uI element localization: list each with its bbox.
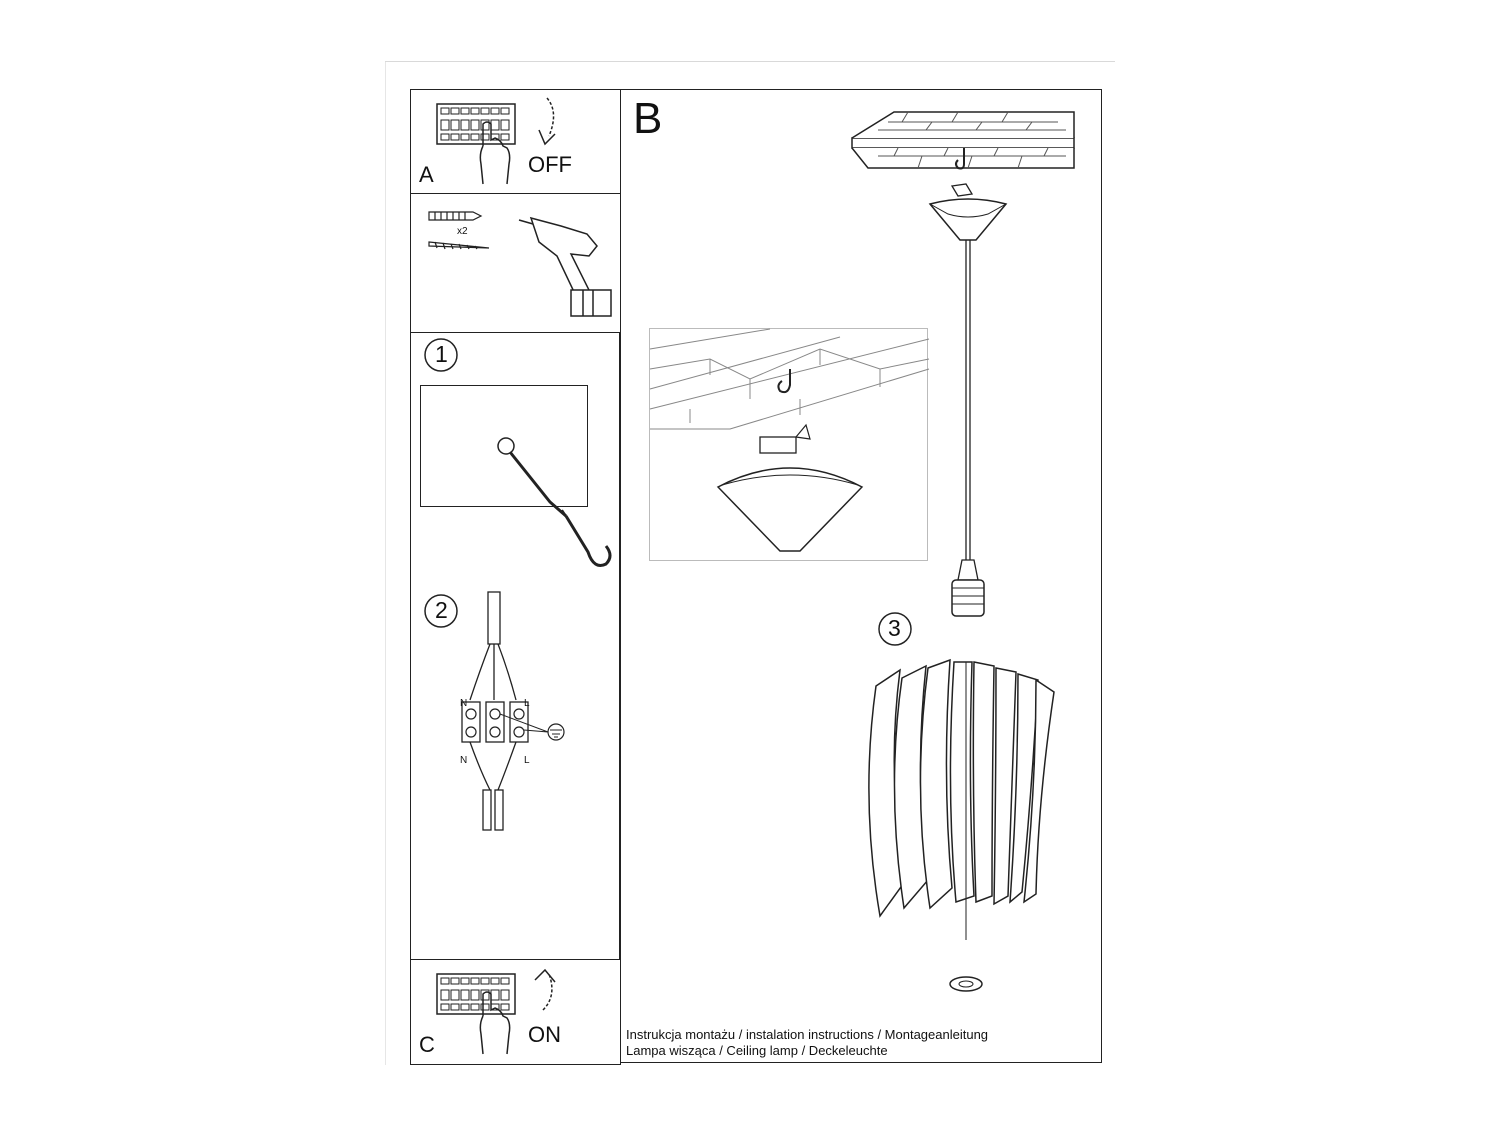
wiring-diagram	[461, 591, 565, 831]
page-top-rule	[385, 61, 1115, 62]
step-1-number: 1	[435, 341, 448, 367]
panel-c-power-on: C ON	[410, 959, 621, 1065]
wall-plug-icon	[428, 211, 483, 221]
panel-c-label: C	[419, 1032, 435, 1057]
caption-line-2: Lampa wisząca / Ceiling lamp / Deckeleuc…	[626, 1043, 888, 1058]
step-2-number: 2	[435, 597, 448, 623]
page-left-rule	[385, 62, 386, 1065]
neutral-bottom-label: N	[460, 755, 468, 766]
tools-illustration	[428, 211, 612, 317]
column-divider	[619, 89, 621, 1063]
panel-a-power-off: A OFF	[410, 89, 621, 195]
neutral-top-label: N	[460, 698, 468, 709]
step-3-number: 3	[888, 615, 901, 641]
live-top-label: L	[524, 698, 530, 709]
off-label: OFF	[528, 152, 572, 177]
step-2-circle	[424, 594, 458, 628]
hook-install-illustration	[497, 437, 612, 567]
breaker-off-illustration	[436, 97, 556, 185]
canopy-detail-illustration	[649, 328, 930, 552]
panel-tools: x2	[410, 193, 621, 333]
pendant-cord-illustration	[928, 198, 1008, 617]
ceiling-plate-illustration	[851, 111, 1075, 197]
screw-icon	[428, 241, 490, 250]
lampshade-illustration	[868, 658, 1055, 992]
on-label: ON	[528, 1022, 561, 1047]
detail-inset	[649, 328, 930, 561]
panel-a-label: A	[419, 162, 434, 187]
step-3-circle	[878, 612, 912, 646]
caption-line-1: Instrukcja montażu / instalation instruc…	[626, 1027, 989, 1042]
step-1-circle	[424, 338, 458, 372]
live-bottom-label: L	[524, 755, 530, 766]
quantity-label: x2	[457, 226, 468, 237]
panel-b-label: B	[633, 94, 663, 143]
breaker-on-illustration	[436, 968, 556, 1055]
drill-icon	[518, 216, 612, 317]
instruction-sheet-frame	[410, 89, 1102, 1063]
